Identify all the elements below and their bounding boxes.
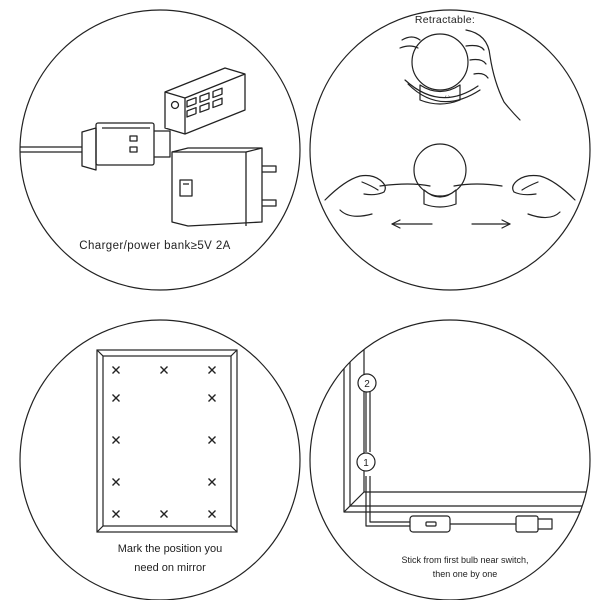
stick-caption-line2: then one by one bbox=[432, 569, 498, 579]
position-mark-icon bbox=[112, 436, 120, 444]
bulb-2-icon bbox=[357, 373, 377, 393]
panel-circle bbox=[19, 9, 301, 291]
bulb-icon: ‹ › bbox=[404, 33, 481, 105]
bulb-1-icon bbox=[356, 452, 376, 472]
usb-plug-icon bbox=[20, 122, 171, 171]
position-mark-icon bbox=[112, 478, 120, 486]
stick-caption-line1: Stick from first bulb near switch, bbox=[401, 555, 529, 565]
position-mark-icon bbox=[208, 510, 216, 518]
position-mark-icon bbox=[112, 366, 120, 374]
mark-caption-line1: Mark the position you bbox=[117, 543, 223, 555]
usb-plug-icon bbox=[515, 515, 553, 533]
position-mark-icon bbox=[208, 436, 216, 444]
bulb-icon bbox=[379, 143, 503, 208]
panel-stick: 2 1 bbox=[309, 319, 591, 600]
position-marks bbox=[112, 366, 216, 518]
power-bank-icon bbox=[164, 67, 246, 135]
panel-circle bbox=[309, 319, 591, 600]
position-mark-icon bbox=[208, 478, 216, 486]
mirror-corner-icon bbox=[343, 330, 590, 513]
pull-arrows-icon bbox=[391, 219, 511, 229]
panel-circle bbox=[309, 9, 591, 291]
position-mark-icon bbox=[160, 510, 168, 518]
panel-mark bbox=[19, 319, 301, 600]
cable-icon bbox=[365, 392, 516, 527]
right-hand-icon bbox=[512, 174, 576, 219]
position-mark-icon bbox=[160, 366, 168, 374]
panel-charger bbox=[19, 9, 301, 291]
hand-icon bbox=[399, 29, 521, 121]
mirror-frame-icon bbox=[96, 349, 238, 533]
bulb-1-label: 1 bbox=[363, 458, 369, 469]
svg-text:‹ ›: ‹ › bbox=[445, 94, 450, 100]
position-mark-icon bbox=[112, 394, 120, 402]
switch-icon bbox=[409, 515, 451, 533]
mark-caption-line2: need on mirror bbox=[134, 562, 206, 574]
position-mark-icon bbox=[208, 394, 216, 402]
wall-charger-icon bbox=[171, 147, 277, 227]
panel-circle bbox=[19, 319, 301, 600]
panel-retractable: ‹ › bbox=[309, 9, 591, 291]
bulb-2-label: 2 bbox=[364, 379, 370, 390]
left-hand-icon bbox=[324, 174, 386, 217]
charger-caption: Charger/power bank≥5V 2A bbox=[79, 240, 231, 252]
retractable-caption: Retractable: bbox=[414, 14, 476, 26]
position-mark-icon bbox=[208, 366, 216, 374]
position-mark-icon bbox=[112, 510, 120, 518]
